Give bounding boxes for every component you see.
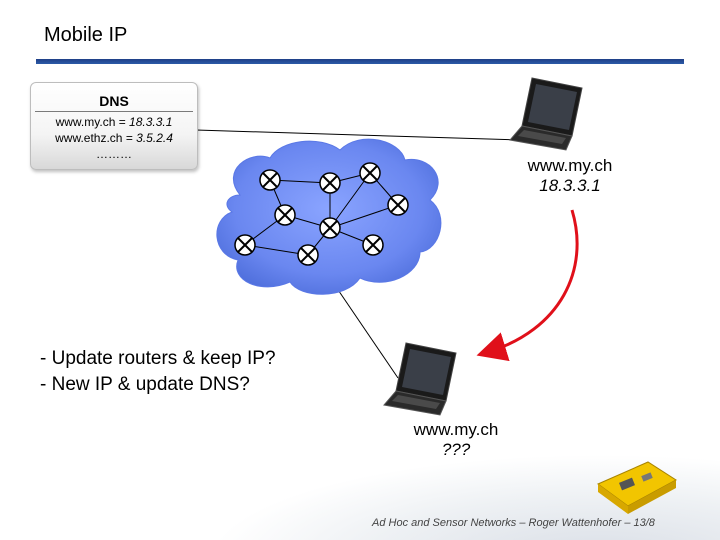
router-icon [319, 217, 341, 239]
slide-title: Mobile IP [44, 24, 128, 46]
slide-footer: Ad Hoc and Sensor Networks – Roger Watte… [372, 517, 655, 529]
dns-entry-ip: 3.5.2.4 [136, 131, 173, 145]
dns-link-line [195, 129, 521, 141]
router-icon [274, 204, 296, 226]
original-host-label: www.my.ch 18.3.3.1 [500, 156, 640, 196]
router-icon [259, 169, 281, 191]
dns-entry-name: www.my.ch = [55, 115, 130, 129]
dns-more-entries: ……… [96, 147, 132, 161]
laptop-icon [383, 342, 457, 416]
sensor-node-icon [597, 461, 677, 514]
dns-server-box: DNS www.my.ch = 18.3.3.1 www.ethz.ch = 3… [30, 82, 198, 170]
router-icon [362, 234, 384, 256]
dns-entry: www.my.ch = 18.3.3.1 [31, 115, 197, 129]
question-item: - Update routers & keep IP? [40, 348, 276, 369]
host-ip: ??? [441, 440, 471, 459]
question-item: - New IP & update DNS? [40, 374, 250, 395]
router-icon [319, 172, 341, 194]
question-list: - Update routers & keep IP? - New IP & u… [40, 346, 276, 398]
router-icon [297, 244, 319, 266]
host-name: www.my.ch [413, 420, 499, 439]
dns-entry-ip: 18.3.3.1 [129, 115, 173, 129]
router-icon [234, 234, 256, 256]
moved-host-label: www.my.ch ??? [386, 420, 526, 460]
laptop-icon [509, 77, 583, 151]
title-rule [36, 59, 684, 64]
dns-title: DNS [99, 93, 129, 109]
dns-entry-name: www.ethz.ch = [55, 131, 137, 145]
router-icon [387, 194, 409, 216]
host-ip: 18.3.3.1 [539, 176, 601, 195]
router-icon [359, 162, 381, 184]
dns-divider [35, 111, 193, 112]
dns-entry: www.ethz.ch = 3.5.2.4 [31, 131, 197, 145]
host-name: www.my.ch [527, 156, 613, 175]
move-arrow [476, 209, 579, 362]
cloud-to-moved-link-line [329, 277, 399, 379]
cloud-icon [216, 138, 442, 295]
